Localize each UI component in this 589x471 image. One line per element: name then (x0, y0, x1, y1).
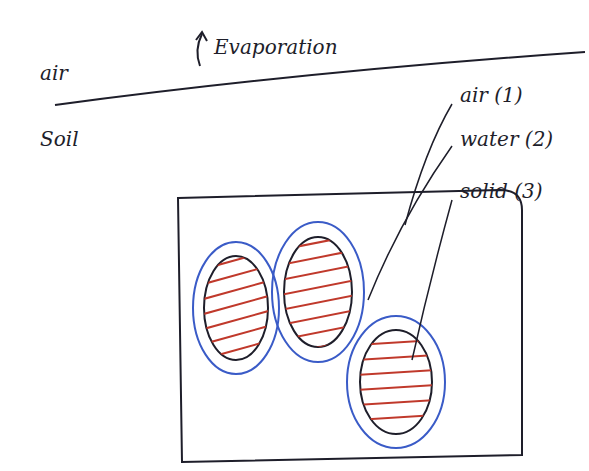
region-label: Soil (40, 128, 79, 150)
grain-hatch (200, 250, 272, 375)
leader-line (412, 200, 452, 360)
grain-hatch (280, 235, 356, 355)
process-label: Evaporation (214, 36, 338, 58)
grain-hatch (356, 340, 436, 420)
leader-line (405, 104, 452, 225)
water-film (272, 222, 364, 362)
phase-label: water (2) (460, 128, 553, 150)
surface-line (55, 52, 585, 105)
phase-label: air (1) (460, 84, 523, 106)
soil-element-box (178, 190, 522, 462)
leader-line (368, 146, 452, 300)
region-label: air (40, 62, 68, 84)
phase-label: solid (3) (460, 180, 543, 202)
water-film (193, 242, 279, 374)
arrow-head (196, 32, 207, 41)
water-film (347, 316, 445, 448)
